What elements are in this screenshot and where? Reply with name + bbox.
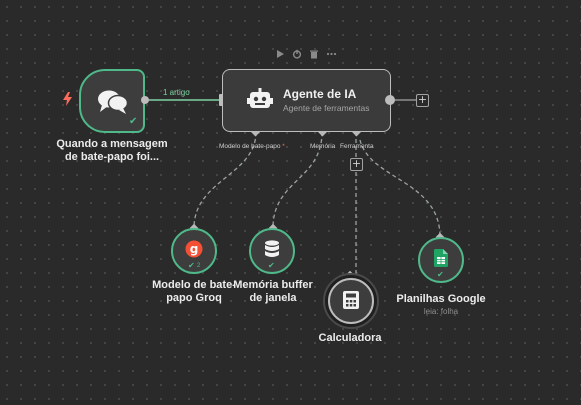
- power-icon[interactable]: [292, 49, 302, 59]
- success-check-icon: ✔: [437, 270, 444, 279]
- robot-icon: [247, 88, 273, 108]
- success-check-icon: ✔: [188, 261, 195, 270]
- edge-item-count: 1 artigo: [163, 88, 190, 97]
- svg-text:g: g: [190, 242, 199, 256]
- memory-port-label: Memória: [310, 143, 336, 150]
- success-check-icon: ✔: [268, 261, 275, 270]
- ai-agent-node[interactable]: Agente de IA Agente de ferramentas: [222, 69, 391, 132]
- trigger-label-line2: de bate-papo foi...: [64, 151, 160, 163]
- chat-trigger-node[interactable]: ✔: [79, 69, 145, 133]
- groq-label-line1: Modelo de bate-: [152, 279, 236, 291]
- model-connection: [193, 131, 257, 229]
- database-icon: [265, 240, 279, 257]
- required-marker: *: [282, 143, 285, 150]
- memory-label: Memória buffer de janela: [226, 279, 320, 305]
- memory-label-line1: Memória buffer: [233, 279, 313, 291]
- agent-output-port[interactable]: [385, 95, 395, 105]
- google-sheets-icon: [434, 249, 448, 267]
- sheets-sublabel: leia: folha: [423, 307, 459, 316]
- add-node-button[interactable]: +: [416, 93, 429, 107]
- add-tool-button[interactable]: +: [350, 157, 363, 171]
- groq-label: Modelo de bate- papo Groq: [140, 279, 248, 305]
- agent-subtitle: Agente de ferramentas: [283, 103, 370, 113]
- groq-g-icon: g: [185, 240, 203, 258]
- node-toolbar: [275, 49, 339, 61]
- lightning-icon: [63, 92, 72, 106]
- run-count-badge: 2: [197, 263, 201, 269]
- success-check-icon: ✔: [129, 116, 138, 127]
- trigger-output-port[interactable]: [141, 96, 149, 104]
- chat-bubbles-icon: [98, 90, 129, 114]
- more-icon[interactable]: [326, 49, 337, 59]
- play-icon[interactable]: [275, 49, 285, 59]
- memory-buffer-node[interactable]: ✔: [249, 228, 295, 274]
- calculator-node[interactable]: [328, 278, 374, 324]
- sheets-label: Planilhas Google: [396, 293, 486, 305]
- trigger-label: Quando a mensagem de bate-papo foi...: [48, 138, 176, 164]
- tool-port-label: Ferramenta: [340, 143, 374, 150]
- model-port-text: Modelo de bate-papo: [219, 143, 281, 150]
- agent-input-port[interactable]: [219, 94, 223, 106]
- tool-connection-sheets: [359, 139, 441, 238]
- calculator-label: Calculadora: [318, 332, 382, 344]
- trash-icon[interactable]: [309, 49, 319, 59]
- groq-label-line2: papo Groq: [166, 292, 222, 304]
- agent-title: Agente de IA: [283, 87, 357, 101]
- model-port-label: Modelo de bate-papo *: [219, 143, 285, 150]
- memory-label-line2: de janela: [249, 292, 297, 304]
- memory-connection: [272, 131, 323, 229]
- calculator-icon: [343, 291, 359, 309]
- google-sheets-node[interactable]: ✔: [418, 237, 464, 283]
- groq-model-node[interactable]: g ✔ 2: [171, 228, 217, 274]
- trigger-label-line1: Quando a mensagem: [56, 138, 168, 150]
